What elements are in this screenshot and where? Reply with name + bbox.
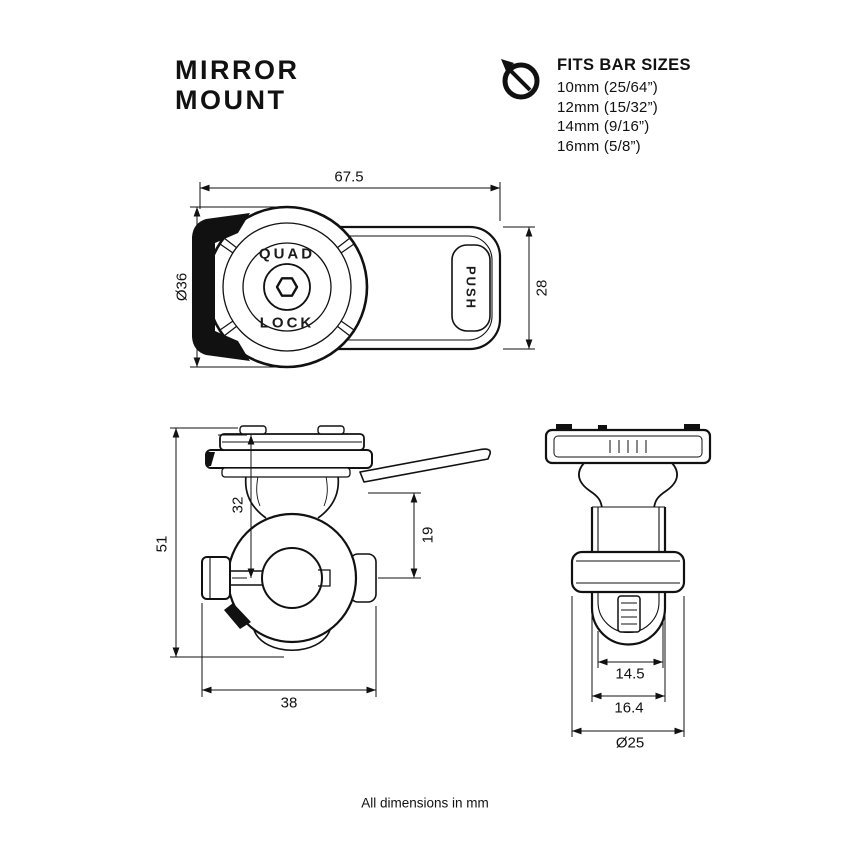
dim-top-arm-height: 28 xyxy=(533,279,551,297)
page-title: MIRROR MOUNT xyxy=(175,55,300,115)
clamp-bottom-lip xyxy=(253,629,331,651)
dim-side-shoulder-to-bar: 19 xyxy=(419,526,437,544)
pinch-bolt-front xyxy=(617,595,641,633)
head-logo-ring xyxy=(242,242,332,332)
top-plate-inner xyxy=(553,435,703,458)
head-center-boss xyxy=(263,263,311,311)
hinge-pin-accent xyxy=(224,603,251,629)
under-plate-lip xyxy=(221,467,351,478)
head-mid-ring xyxy=(222,222,352,352)
dim-top-overall-width: 67.5 xyxy=(334,168,364,186)
bar-size-item: 12mm (15/32”) xyxy=(557,98,658,116)
front-view xyxy=(544,424,712,646)
plate-tab-center xyxy=(598,425,607,432)
dim-side-clamp-width: 38 xyxy=(280,694,298,712)
front-view-dimensions xyxy=(571,596,685,737)
icon-arrow-head xyxy=(501,59,514,71)
bolt-threads xyxy=(621,602,637,625)
dim-front-clamp-diameter: Ø25 xyxy=(615,734,645,752)
head-corner-notches xyxy=(219,237,355,337)
push-button-outline xyxy=(451,244,491,332)
release-lever-arm xyxy=(359,448,492,483)
page-title-line2: MOUNT xyxy=(175,85,287,115)
mirror-clamp-lever xyxy=(192,213,250,361)
base-plate xyxy=(205,449,373,469)
head-bump-left xyxy=(239,425,267,435)
quad-logo-text: QUAD xyxy=(258,245,316,263)
bar-hole xyxy=(261,547,323,609)
bar-hole-keyway xyxy=(318,569,331,587)
top-view-dimensions xyxy=(190,182,535,368)
dim-side-top-to-bar: 32 xyxy=(229,496,247,514)
pinch-bolt-head xyxy=(201,556,231,600)
dimensions-unit-note: All dimensions in mm xyxy=(361,795,489,811)
icon-circle xyxy=(502,62,540,100)
shoulder-left xyxy=(578,462,603,509)
dim-front-inner-width: 14.5 xyxy=(615,665,645,683)
bar-sizes-heading: FITS BAR SIZES xyxy=(557,56,691,74)
top-view xyxy=(192,205,502,369)
bar-diameter-icon xyxy=(501,59,540,100)
dim-top-head-diameter: Ø36 xyxy=(173,272,191,302)
bar-size-item: 16mm (5/8”) xyxy=(557,137,641,155)
neck-left xyxy=(244,475,267,519)
bar-sizes-block: FITS BAR SIZES 10mm (25/64”) 12mm (15/32… xyxy=(557,56,691,156)
plate-ridges xyxy=(609,440,647,453)
dim-side-overall-height: 51 xyxy=(153,535,171,553)
bar-size-item: 10mm (25/64”) xyxy=(557,79,658,96)
lock-logo-text: LOCK xyxy=(259,314,315,332)
bar-sizes-list: 10mm (25/64”) 12mm (15/32”) 14mm (9/16”)… xyxy=(557,78,691,156)
shoulder-right xyxy=(653,462,678,509)
page-title-line1: MIRROR xyxy=(175,55,300,85)
side-view-dimensions xyxy=(170,427,421,697)
neck-right xyxy=(317,475,340,519)
bar-size-item: 14mm (9/16”) xyxy=(557,118,650,135)
plate-tab-left xyxy=(556,424,572,432)
head-bump-right xyxy=(317,425,345,435)
hinge-band xyxy=(570,550,686,594)
plate-tab-right xyxy=(684,424,700,432)
plate-end-accent xyxy=(206,452,215,466)
push-label: PUSH xyxy=(463,265,479,311)
icon-arrow-shaft xyxy=(506,66,532,92)
hex-bolt-socket xyxy=(275,277,299,297)
dim-front-body-width: 16.4 xyxy=(614,699,644,717)
side-view xyxy=(201,425,492,651)
